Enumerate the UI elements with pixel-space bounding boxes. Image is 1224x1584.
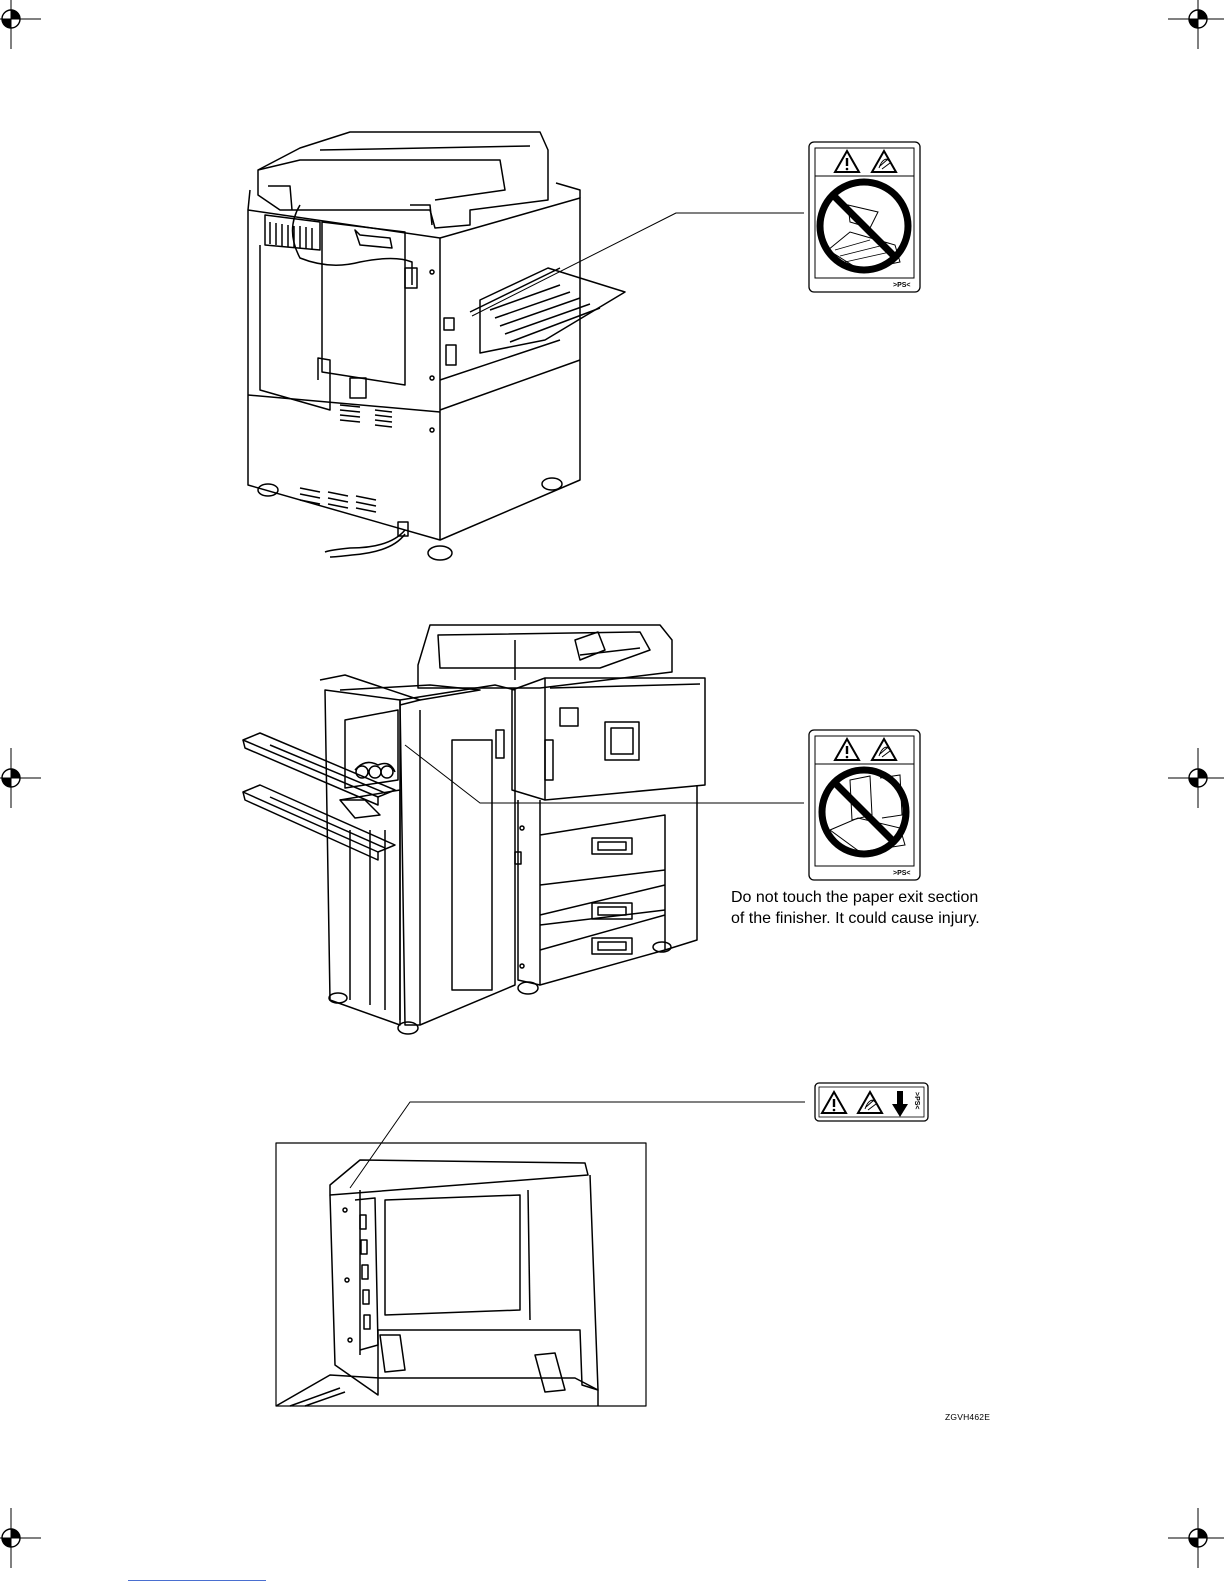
registration-mark-icon — [0, 0, 41, 49]
registration-mark-icon — [1168, 748, 1224, 808]
bottom-link-underline — [128, 1580, 266, 1581]
warning-label-2: >PS< — [809, 730, 920, 880]
figure-code: ZGVH462E — [945, 1412, 990, 1422]
copier-rear-view-drawing — [248, 132, 804, 560]
registration-mark-icon — [1168, 1508, 1224, 1568]
warning-label-3: >PS< — [815, 1083, 928, 1121]
document-feeder-interior-drawing — [276, 1102, 805, 1406]
warning-caption-line-2: of the finisher. It could cause injury. — [731, 908, 1011, 929]
label-code-text: >PS< — [893, 282, 911, 289]
registration-mark-icon — [0, 748, 41, 808]
warning-caption: Do not touch the paper exit section of t… — [731, 887, 1011, 929]
copier-with-finisher-drawing — [243, 625, 804, 1034]
label-code-text: >PS< — [893, 870, 911, 877]
warning-label-1: >PS< — [809, 142, 920, 292]
label-code-text: >PS< — [913, 1092, 920, 1110]
registration-mark-icon — [1168, 0, 1224, 49]
warning-caption-line-1: Do not touch the paper exit section — [731, 887, 1011, 908]
registration-mark-icon — [0, 1508, 41, 1568]
